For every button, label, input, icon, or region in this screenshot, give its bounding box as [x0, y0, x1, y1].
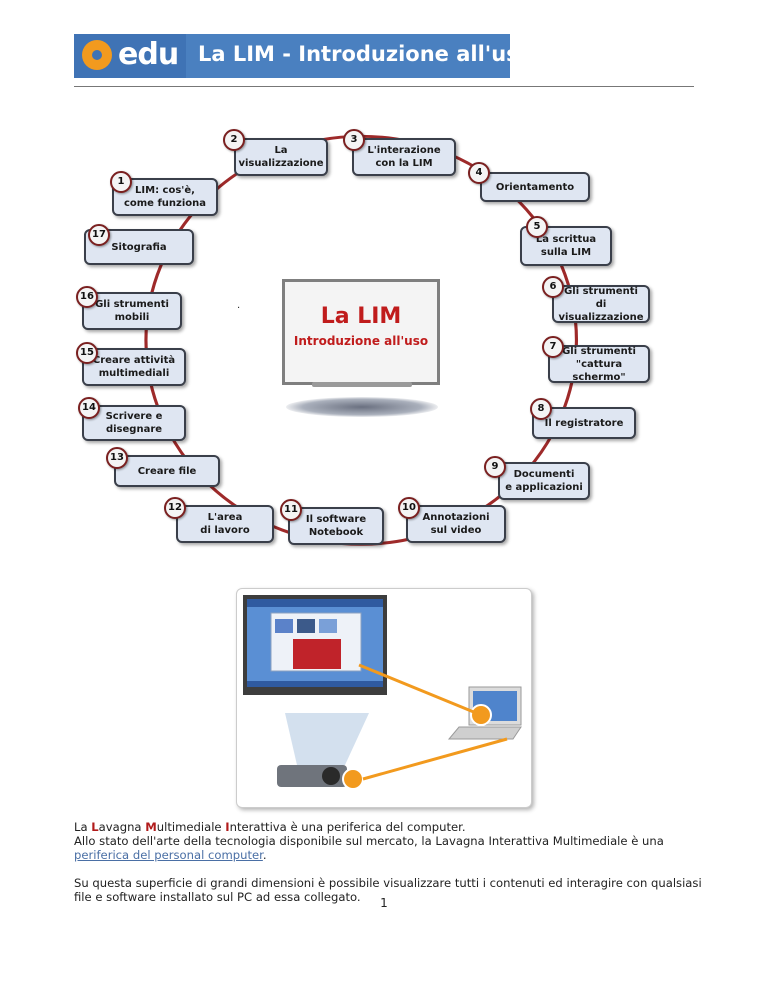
page-number: 1 — [380, 896, 388, 910]
paragraph-surface: Su questa superficie di grandi dimension… — [74, 876, 702, 904]
node-10[interactable]: Annotazioni sul video — [406, 505, 506, 543]
center-title: La LIM — [320, 304, 402, 329]
node-number-badge: 6 — [542, 276, 564, 298]
state-of-art-line: Allo stato dell'arte della tecnologia di… — [74, 834, 664, 862]
node-number-badge: 4 — [468, 162, 490, 184]
node-number-badge: 1 — [110, 171, 132, 193]
body-text: La Lavagna Multimediale Interattiva è un… — [74, 820, 714, 904]
node-13[interactable]: Creare file — [114, 455, 220, 487]
intro-line: La Lavagna Multimediale Interattiva è un… — [74, 820, 466, 834]
node-11[interactable]: Il software Notebook — [288, 507, 384, 545]
node-1[interactable]: LIM: cos'è, come funziona — [112, 178, 218, 216]
node-12[interactable]: L'area di lavoro — [176, 505, 274, 543]
setup-illustration-svg — [243, 595, 522, 790]
node-16[interactable]: Gli strumenti mobili — [82, 292, 182, 330]
whiteboard-image — [282, 279, 440, 385]
node-number-badge: 17 — [88, 224, 110, 246]
center-subtitle: Introduzione all'uso — [293, 334, 429, 348]
logo-text: edu — [118, 37, 179, 72]
node-7[interactable]: Gli strumenti "cattura schermo" — [548, 345, 650, 383]
node-2[interactable]: La visualizzazione — [234, 138, 328, 176]
dot-mark: . — [237, 300, 241, 311]
node-15[interactable]: Creare attività multimediali — [82, 348, 186, 386]
node-number-badge: 13 — [106, 447, 128, 469]
node-5[interactable]: La scrittua sulla LIM — [520, 226, 612, 266]
node-number-badge: 2 — [223, 129, 245, 151]
node-number-badge: 10 — [398, 497, 420, 519]
header-banner: edu La LIM - Introduzione all'uso — [74, 34, 533, 78]
node-9[interactable]: Documenti e applicazioni — [498, 462, 590, 500]
node-number-badge: 9 — [484, 456, 506, 478]
node-number-badge: 8 — [530, 398, 552, 420]
page-title: La LIM - Introduzione all'uso — [198, 42, 534, 66]
node-number-badge: 3 — [343, 129, 365, 151]
node-number-badge: 5 — [526, 216, 548, 238]
node-number-badge: 14 — [78, 397, 100, 419]
course-map-diagram: La LIM Introduzione all'uso . LIM: cos'è… — [76, 129, 650, 546]
header-divider — [74, 86, 694, 87]
node-number-badge: 12 — [164, 497, 186, 519]
logo-circle-icon — [82, 40, 112, 70]
periferica-link[interactable]: periferica del personal computer — [74, 848, 263, 862]
node-number-badge: 15 — [76, 342, 98, 364]
node-4[interactable]: Orientamento — [480, 172, 590, 202]
node-6[interactable]: Gli strumenti di visualizzazione — [552, 285, 650, 323]
node-number-badge: 11 — [280, 499, 302, 521]
board-shadow — [286, 397, 438, 417]
node-3[interactable]: L'interazione con la LIM — [352, 138, 456, 176]
logo: edu — [74, 34, 186, 78]
setup-illustration — [236, 588, 532, 808]
node-number-badge: 16 — [76, 286, 98, 308]
node-number-badge: 7 — [542, 336, 564, 358]
whiteboard-tray — [312, 382, 412, 387]
